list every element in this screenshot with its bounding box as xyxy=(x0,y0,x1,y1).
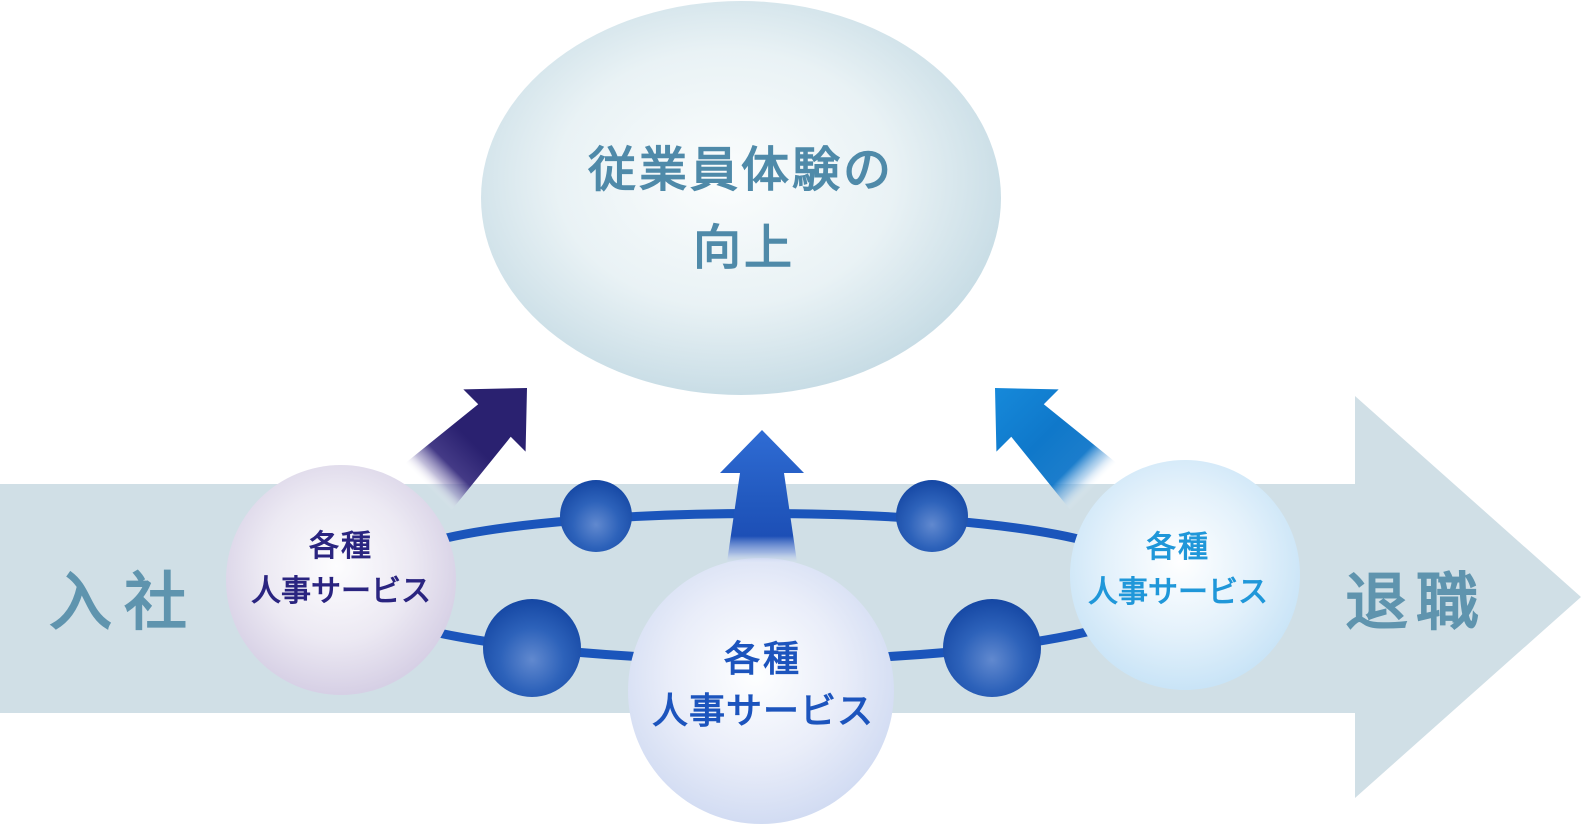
connector-node-sphere-lower-left xyxy=(483,599,581,697)
service-node-center-label-line1: 各種 xyxy=(724,638,802,679)
up-arrow-right xyxy=(995,388,1118,511)
connector-node-sphere-upper-right xyxy=(896,480,968,552)
service-node-right-label-line2: 人事サービス xyxy=(1088,576,1268,609)
service-node-right-circle xyxy=(1070,460,1300,690)
goal-label-line2: 向上 xyxy=(693,222,795,275)
service-node-left-circle xyxy=(226,465,456,695)
service-node-center-circle xyxy=(628,558,894,824)
service-node-center-label-line2: 人事サービス xyxy=(652,690,874,731)
up-arrow-left xyxy=(404,388,527,511)
timeline-start-label: 入社 xyxy=(49,568,199,638)
service-node-left-label-line2: 人事サービス xyxy=(251,575,431,608)
goal-ellipse xyxy=(481,1,1001,395)
connector-node-sphere-upper-left xyxy=(560,480,632,552)
service-node-left-label-line1: 各種 xyxy=(308,529,373,563)
connector-node-sphere-lower-right xyxy=(943,599,1041,697)
timeline-end-label: 退職 xyxy=(1345,568,1487,638)
service-node-right-label-line1: 各種 xyxy=(1145,530,1210,564)
goal-label-line1: 従業員体験の xyxy=(587,144,894,197)
up-arrow-center xyxy=(720,430,804,562)
